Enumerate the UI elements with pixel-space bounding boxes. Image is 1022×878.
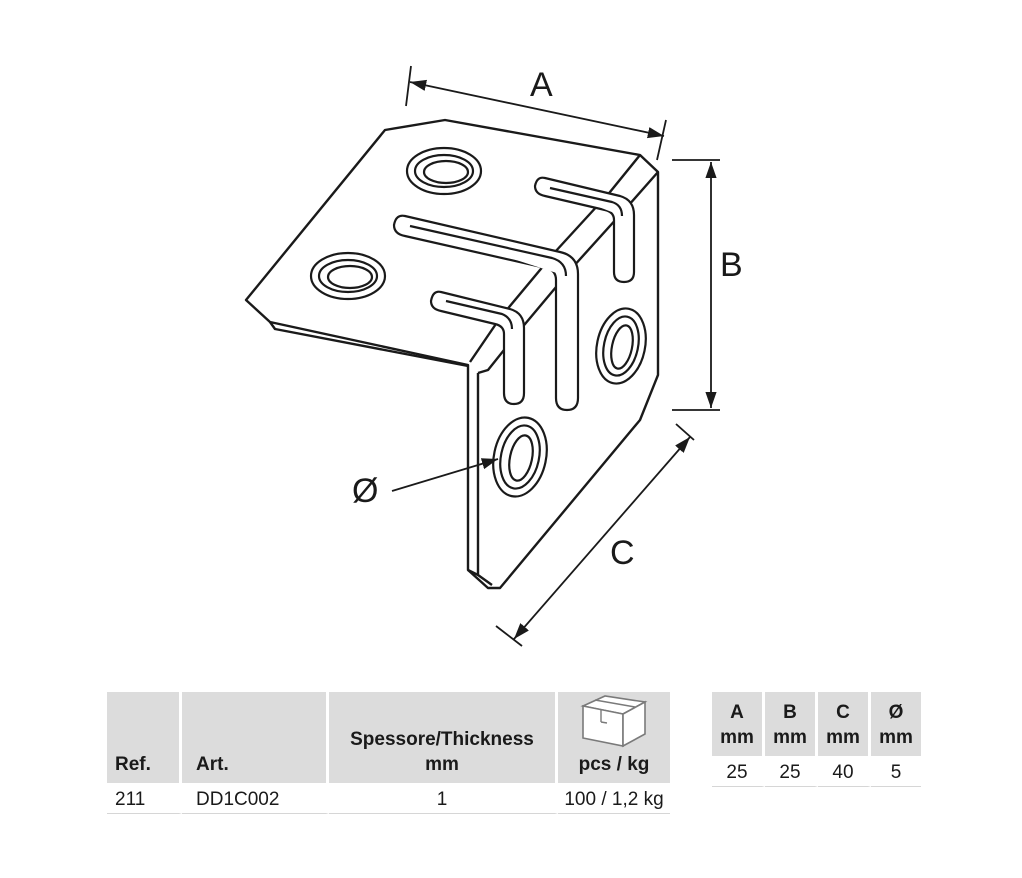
diameter-leader-line: [391, 458, 499, 492]
cardboard-box-icon: [580, 695, 648, 748]
hole-side-1: [595, 307, 647, 385]
header-dim-c-name: C: [836, 702, 850, 723]
dimension-label-a: A: [530, 66, 553, 104]
dimension-a: [405, 65, 667, 161]
dimension-c: [495, 423, 695, 647]
header-dim-a-name: A: [730, 702, 744, 723]
header-thickness-unit: mm: [425, 754, 459, 775]
header-thickness-label: Spessore/Thickness: [350, 729, 534, 750]
dimension-b: [672, 159, 720, 411]
header-dim-b-unit: mm: [773, 727, 807, 748]
cell-dim-b: 25: [765, 756, 818, 787]
cell-art: DD1C002: [182, 783, 329, 814]
cell-pack: 100 / 1,2 kg: [558, 783, 670, 814]
angle-bracket-drawing: A B C Ø: [244, 65, 743, 647]
header-art: Art.: [182, 692, 329, 783]
header-dim-diameter: Ø mm: [871, 692, 921, 756]
cell-thickness: 1: [329, 783, 558, 814]
header-dim-diameter-unit: mm: [879, 727, 913, 748]
header-dim-a-unit: mm: [720, 727, 754, 748]
header-dim-a: A mm: [712, 692, 765, 756]
header-pack-label: pcs / kg: [578, 754, 650, 775]
table-row: 211 DD1C002 1 100 / 1,2 kg: [107, 783, 670, 814]
cell-ref: 211: [107, 783, 182, 814]
hole-top-1: [405, 146, 483, 196]
dimensions-table: A mm B mm C mm Ø mm 25 25 40 5: [712, 692, 921, 787]
header-dim-b: B mm: [765, 692, 818, 756]
dimension-label-c: C: [610, 534, 635, 572]
header-pack: pcs / kg: [558, 692, 670, 783]
cell-dim-c: 40: [818, 756, 871, 787]
header-thickness: Spessore/Thickness mm: [329, 692, 558, 783]
stiffening-ribs: [392, 176, 636, 412]
header-dim-c: C mm: [818, 692, 871, 756]
dimension-label-diameter: Ø: [352, 472, 378, 510]
cell-dim-a: 25: [712, 756, 765, 787]
header-dim-c-unit: mm: [826, 727, 860, 748]
header-dim-diameter-name: Ø: [888, 702, 904, 723]
product-table: Ref. Art. Spessore/Thickness mm pcs / kg…: [107, 692, 670, 814]
header-dim-b-name: B: [783, 702, 797, 723]
table-row: 25 25 40 5: [712, 756, 921, 787]
dimension-label-b: B: [720, 246, 743, 284]
cell-dim-diameter: 5: [871, 756, 921, 787]
header-ref: Ref.: [107, 692, 182, 783]
hole-top-2: [309, 251, 387, 301]
